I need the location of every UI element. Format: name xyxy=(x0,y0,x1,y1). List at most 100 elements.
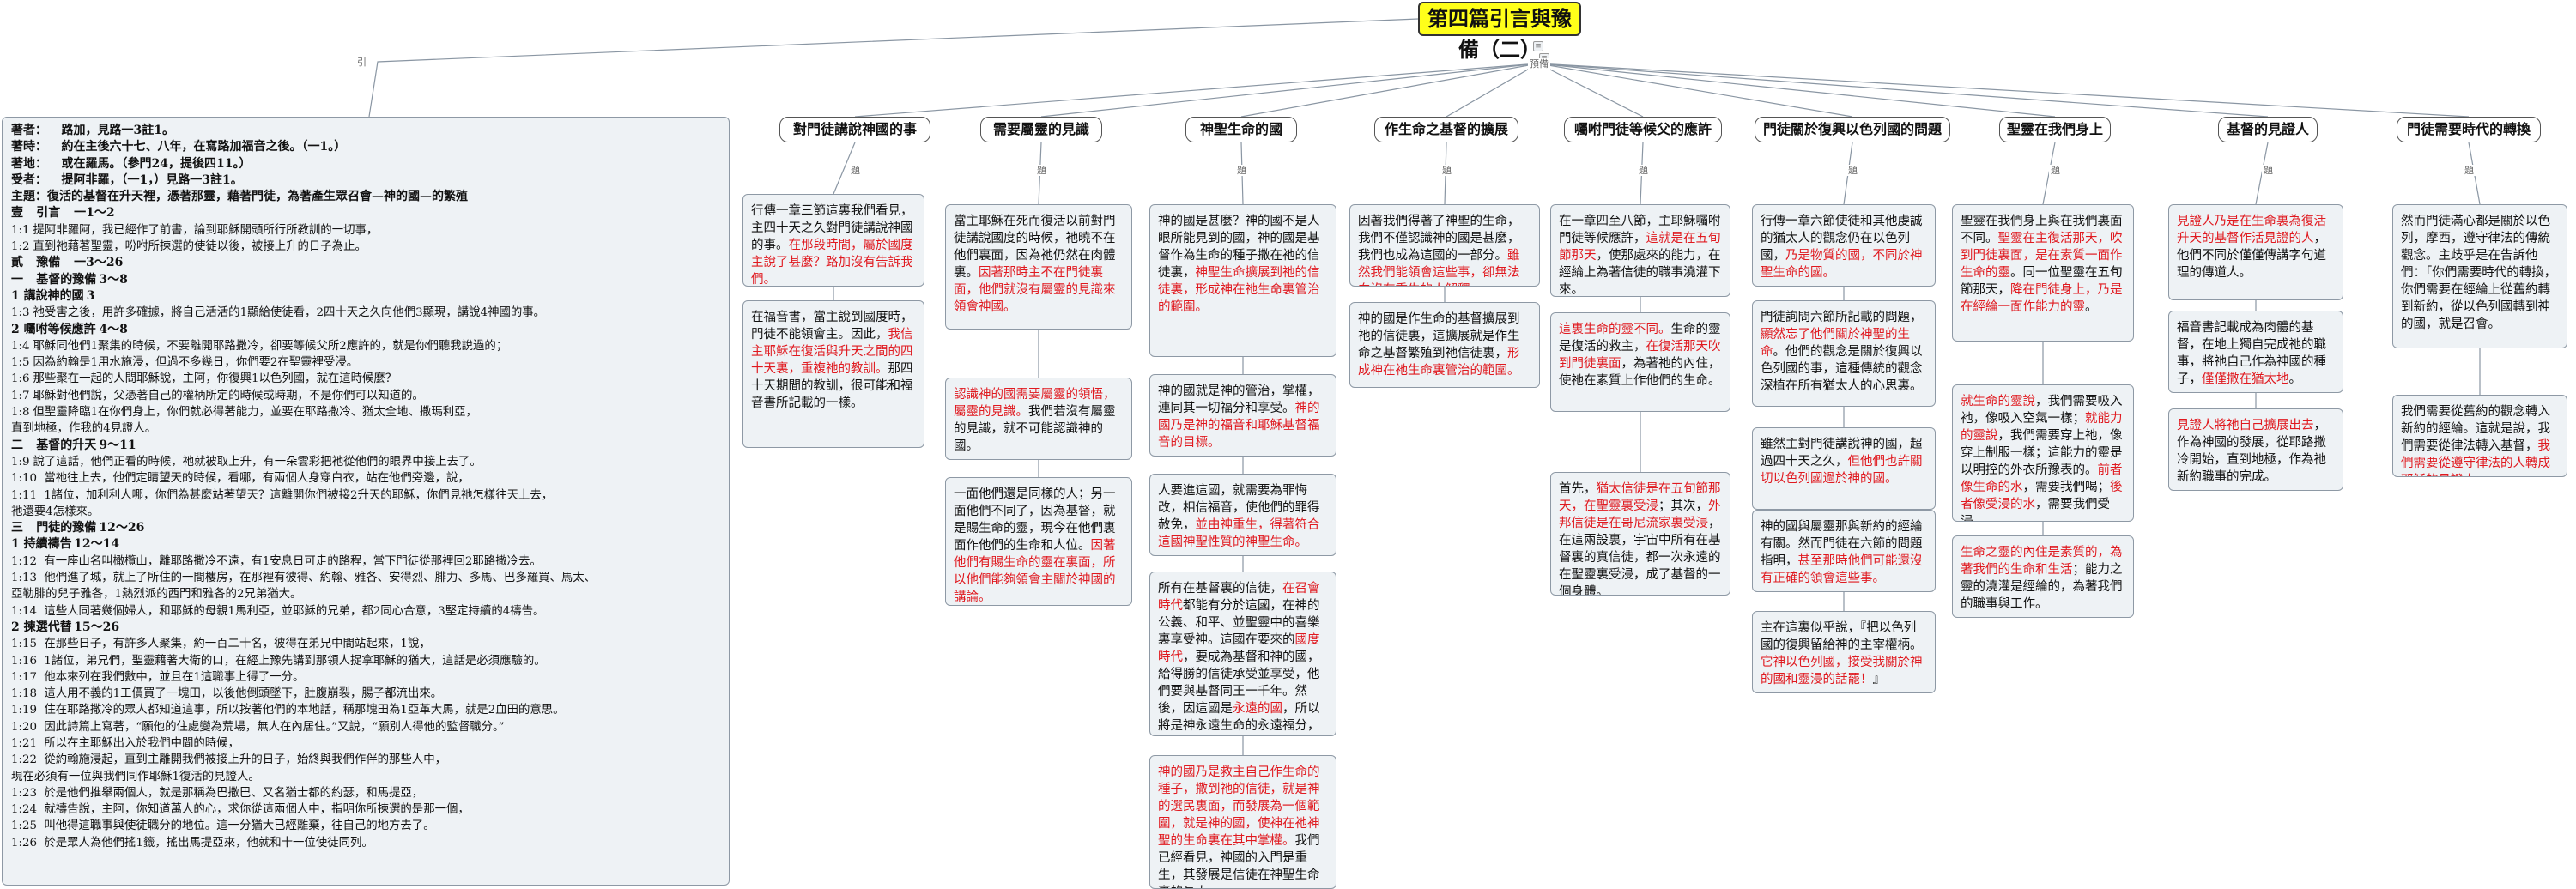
highlighted-text: 我信主耶穌在復活與升天之間的四十天裏，重複祂的教訓。 xyxy=(751,328,913,376)
outline-verse-line: 1:19 住在耶路撒冷的眾人都知道這事，所以按著他們的本地話，稱那塊田為1亞革大… xyxy=(11,704,565,717)
note-card[interactable]: 人要進這國，就需要為罪悔改，相信福音，使他們的罪得赦免，並由神重生，得著符合這國… xyxy=(1149,474,1336,556)
highlighted-text: 因著那時主不在門徒裏面，他們就沒有屬靈的見識來領會神國。 xyxy=(954,266,1116,314)
column-link-label: 題 xyxy=(1440,165,1453,176)
outline-verse-line: 1:16 1諸位，弟兄們，聖靈藉著大衛的口，在經上豫先講到那領人捉拿耶穌的猶大，… xyxy=(11,654,546,668)
note-card[interactable]: 一面他們還是同樣的人；另一面他們不同了，因為基督，就是賜生命的靈，現今在他們裏面… xyxy=(945,477,1132,606)
note-card[interactable]: 神的國與屬靈那與新約的經綸有關。然而門徒在六節的問題指明，甚至那時他們可能還沒有… xyxy=(1752,510,1936,592)
note-card[interactable]: 神的國乃是救主自己作生命的種子，撒到祂的信徒，就是神的選民裏面，而發展為一個範圍… xyxy=(1149,755,1336,889)
branch-header[interactable]: 基督的見證人 xyxy=(2218,117,2318,142)
highlighted-text: 外邦信徒是在哥尼流家裏受浸 xyxy=(1559,499,1721,530)
body-text: 』 xyxy=(1872,673,1886,686)
branch-header[interactable]: 對門徒講說神國的事 xyxy=(779,117,930,142)
outline-heading-line: 1 持續禱告 12～14 xyxy=(11,537,120,552)
note-card[interactable]: 神的國是作生命的基督擴展到祂的信徒裏，這擴展就是作生命之基督繁殖到祂信徒裏，形成… xyxy=(1349,302,1540,388)
branch-header[interactable]: 作生命之基督的擴展 xyxy=(1374,117,1518,142)
body-text: 在一章四至八節，主耶穌囑咐門徒等候應許， xyxy=(1559,215,1721,245)
note-card[interactable]: 首先，猶太信徒是在五旬節那天，在聖靈裏受浸；其次，外邦信徒是在哥尼流家裏受浸，在… xyxy=(1550,472,1730,596)
branch-header[interactable]: 門徒關於復興以色列國的問題 xyxy=(1755,117,1950,142)
outline-verse-line: 1:7 耶穌對他們說，父憑著自己的權柄所定的時候或時期，不是你們可以知道的。 xyxy=(11,389,424,402)
column-link-label: 題 xyxy=(1035,165,1048,176)
column-link-label: 題 xyxy=(1846,165,1859,176)
branch-header[interactable]: 門徒需要時代的轉換 xyxy=(2397,117,2541,142)
outline-verse-line: 1:15 在那些日子，有許多人聚集，約一百二十名，彼得在弟兄中間站起來，1說， xyxy=(11,638,431,651)
note-card[interactable]: 我們需要從舊約的觀念轉入新約的經綸。這就是說，我們需要從律法轉入基督，我們需要從… xyxy=(2392,395,2567,477)
outline-heading-line: 著地： 或在羅馬。（參門24，提後四11。） xyxy=(11,156,252,171)
root-topic[interactable]: 第四篇引言與豫備（二） xyxy=(1418,2,1581,62)
highlighted-text: 神的國乃是神的福音和耶穌基督福音的目標。 xyxy=(1158,402,1320,450)
body-text: 主在這裏似乎說，『把以色列國的復興留給神的主宰權柄。 xyxy=(1761,621,1923,652)
outline-verse-line: 1:6 那些聚在一起的人問耶穌說，主阿，你復興1以色列國，就在這時候麼？ xyxy=(11,372,397,386)
note-card[interactable]: 神的國是甚麼？神的國不是人眼所能見到的國，神的國是基督作為生命的種子撒在祂的信徒… xyxy=(1149,204,1336,357)
highlighted-text: 在召會時代 xyxy=(1158,582,1320,613)
highlighted-text: 乃是物質的國，不同於神聖生命的國。 xyxy=(1761,249,1923,280)
branch-header[interactable]: 囑咐門徒等候父的應許 xyxy=(1564,117,1722,142)
body-text: 都能有分於這國，在神的公義、和平、並聖靈中的喜樂裏享受神。這國在要來的 xyxy=(1158,599,1320,647)
note-card[interactable]: 然而門徒滿心都是關於以色列，摩西，遵守律法的傳統觀念。主歧乎是在告訴他們：「你們… xyxy=(2392,204,2567,348)
branch-header-label: 門徒需要時代的轉換 xyxy=(2406,121,2531,137)
outline-verse-line: 現在必須有一位與我們同作耶穌1復活的見證人。 xyxy=(11,770,260,783)
note-card[interactable]: 這裏生命的靈不同。生命的靈是復活的救主，在復活那天吹到門徒裏面，為著祂的內住，使… xyxy=(1550,312,1730,412)
outline-verse-line: 1:18 這人用不義的1工價買了一塊田，以後他倒頭墜下，肚腹崩裂，腸子都流出來。 xyxy=(11,687,443,701)
branch-header[interactable]: 需要屬靈的見識 xyxy=(980,117,1102,142)
note-card[interactable]: 認識神的國需要屬靈的領悟，屬靈的見識。我們若沒有屬靈的見識，就不可能認識神的國。 xyxy=(945,378,1132,460)
note-card[interactable]: 就生命的靈說，我們需要吸入祂，像吸入空氣一樣；就能力的靈說，我們需要穿上祂，像穿… xyxy=(1952,384,2134,522)
body-text: 。 xyxy=(2288,372,2302,386)
body-text: ，就是召會。 xyxy=(2426,318,2500,331)
body-text: 然而門徒滿心都是關於以色列，摩西，遵守律法的傳統觀念。主歧乎是在告訴他們：「你們… xyxy=(2401,215,2557,331)
branch-header-label: 作生命之基督的擴展 xyxy=(1384,121,1508,137)
outline-heading-line: 著者： 路加，見路一3註1。 xyxy=(11,124,174,137)
note-card[interactable]: 在一章四至八節，主耶穌囑咐門徒等候應許，這就是在五旬節那天，使那處來的能力，在經… xyxy=(1550,204,1730,297)
note-card[interactable]: 門徒詢問六節所記載的問題，顯然忘了他們關於神聖的生命。他們的觀念是關於復興以色列… xyxy=(1752,300,1936,407)
note-card[interactable]: 福音書記載成為肉體的基督，在地上獨自完成祂的職事，將祂自己作為神國的種子，僅僅撒… xyxy=(2168,311,2343,393)
outline-heading-line: 貳 豫備 一3～26 xyxy=(11,256,124,270)
highlighted-text: 後者像受浸的水 xyxy=(1961,481,2123,511)
note-card[interactable]: 見證人將祂自己擴展出去，作為神國的發展，從耶路撒冷開始，直到地極，作為祂新約職事… xyxy=(2168,408,2343,491)
body-text: ，我們需要吸入祂，像吸入空氣一樣； xyxy=(1961,395,2123,426)
outline-heading-line: 2 揀選代替 15～26 xyxy=(11,620,120,634)
body-text: 生命的靈是復活的救主， xyxy=(1559,323,1721,354)
note-card[interactable]: 當主耶穌在死而復活以前對門徒講說國度的時候，祂曉不在他們裏面，因為祂仍然在肉體裏… xyxy=(945,204,1132,330)
left-link-label: 引 xyxy=(355,57,368,68)
highlighted-text: 在復活那天吹到門徒裏面 xyxy=(1559,340,1721,371)
root-title: 第四篇引言與豫備（二） xyxy=(1427,6,1572,62)
note-card[interactable]: 雖然主對門徒講說神的國，超過四十天之久，但他們也許關切以色列國過於神的國。 xyxy=(1752,427,1936,510)
column-link-label: 題 xyxy=(849,165,862,176)
body-text: 我們已經看見，神國的入門是重生，其發展是信徒在神聖生命裏的長大。 xyxy=(1158,834,1320,888)
note-card[interactable]: 主在這裏似乎說，『把以色列國的復興留給神的主宰權柄。它神以色列國，接受我關於神的… xyxy=(1752,611,1936,693)
note-card[interactable]: 聖靈在我們身上與在我們裏面不同。聖靈在主復活那天，吹到門徒裏面，是在素質一面作生… xyxy=(1952,204,2134,342)
outline-verse-line: 1:2 直到祂藉著聖靈，吩咐所揀選的使徒以後，被接上升的日子為止。 xyxy=(11,240,367,254)
highlighted-text: 生命之靈的內住是素質的，為著我們的生命和生活 xyxy=(1961,546,2123,577)
outline-verse-line: 祂還要4怎樣來。 xyxy=(11,505,100,518)
body-text: 門徒詢問六節所記載的問題， xyxy=(1761,311,1923,324)
body-text: 當主耶穌在死而復活以前對門徒講說國度的時候，祂曉不在他們裏面，因為祂仍然在肉體裏… xyxy=(954,215,1116,280)
body-text: ，需要我們受浸。 xyxy=(1961,498,2110,522)
branch-header[interactable]: 神聖生命的國 xyxy=(1185,117,1297,142)
note-card[interactable]: 在福音書，當主說到國度時，門徒不能領會主。因此，我信主耶穌在復活與升天之間的四十… xyxy=(742,300,924,448)
highlighted-text: 猶太信徒是在五旬節那天，在聖靈裏受浸 xyxy=(1559,482,1721,513)
body-text: ，我們需要穿上祂，像穿上制服一樣；這能力的靈是以明控的外衣所豫表的。 xyxy=(1961,429,2123,477)
highlighted-text: 神的國乃是救主自己作生命的種子，撒到祂的信徒，就是神的選民裏面，而發展為一個範圍… xyxy=(1158,765,1320,848)
note-card[interactable]: 行傳一章三節這裏我們看見，主四十天之久對門徒講說神國的事。在那段時間，屬於國度主… xyxy=(742,194,924,287)
scripture-outline-panel[interactable]: 著者： 路加，見路一3註1。著時： 約在主後六十七、八年，在寫路加福音之後。（一… xyxy=(2,117,730,886)
outline-heading-line: 受者： 提阿非羅，（一1，）見路一3註1。 xyxy=(11,172,243,187)
note-card[interactable]: 神的國就是神的管治，掌權，連同其一切福分和享受。神的國乃是神的福音和耶穌基督福音… xyxy=(1149,374,1336,457)
body-text: ；其次， xyxy=(1658,499,1708,513)
body-text: 那四十天期間的教訓，很可能和福音書所記載的一樣。 xyxy=(751,362,913,410)
outline-verse-line: 1:21 所以在主耶穌出入於我們中間的時候， xyxy=(11,736,239,750)
body-text: ，為著祂的內住，使祂在素質上作他們的生命。 xyxy=(1559,357,1721,388)
body-text: ，他們不同於僅僅傳講字句道理的傳道人。 xyxy=(2177,232,2326,280)
note-card[interactable]: 見證人乃是在生命裏為復活升天的基督作活見證的人，他們不同於僅僅傳講字句道理的傳道… xyxy=(2168,204,2343,300)
note-card[interactable]: 生命之靈的內住是素質的，為著我們的生命和生活；能力之靈的澆灌是經綸的，為著我們的… xyxy=(1952,535,2134,618)
branch-header[interactable]: 聖靈在我們身上 xyxy=(1999,117,2111,142)
note-card[interactable]: 因著我們得著了神聖的生命，我們不僅認識神的國是甚麼，我們也成為這國的一部分。雖然… xyxy=(1349,204,1540,287)
outline-verse-line: 1:12 有一座山名叫橄欖山，離耶路撒冷不遠，有1安息日可走的路程，當下門徒從那… xyxy=(11,554,542,568)
highlighted-text: 就能力的靈說 xyxy=(1961,412,2123,443)
outline-heading-line: 2 囑咐等候應許 4～8 xyxy=(11,322,128,336)
highlighted-text: 見證人乃是在生命裏為復活升天的基督作活見證的人 xyxy=(2177,215,2326,245)
note-card[interactable]: 所有在基督裏的信徒，在召會時代都能有分於這國，在神的公義、和平、並聖靈中的喜樂裏… xyxy=(1149,572,1336,736)
outline-heading-line: 壹 引言 一1～2 xyxy=(11,206,115,221)
highlighted-text: 僅僅撒在猶太地 xyxy=(2202,372,2289,386)
body-text: 人要進這國，就需要為罪悔改，相信福音，使他們的罪得赦免， xyxy=(1158,484,1320,532)
note-card[interactable]: 行傳一章六節使徒和其他虔誠的猶太人的觀念仍在以色列國，乃是物質的國，不同於神聖生… xyxy=(1752,204,1936,287)
body-text: 在福音書，當主說到國度時，門徒不能領會主。因此， xyxy=(751,311,913,342)
